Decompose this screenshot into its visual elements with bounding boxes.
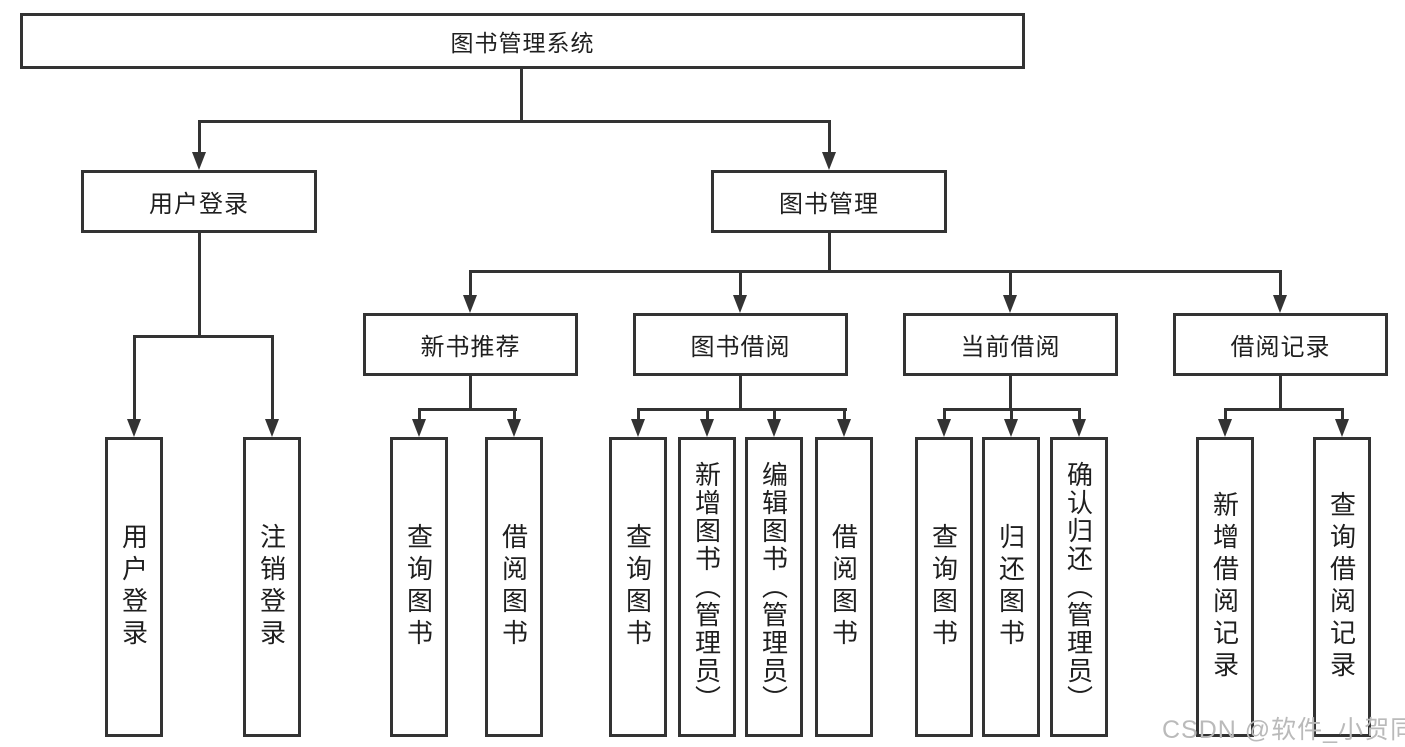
leaf-return-books: 归还图书 (982, 437, 1040, 737)
arrow-down-icon (1335, 419, 1349, 437)
connector-drop (773, 408, 776, 421)
leaf-user-login: 用户登录 (105, 437, 163, 737)
arrow-down-icon (937, 419, 951, 437)
leaf-return-books-label: 归还图书 (995, 523, 1026, 651)
leaf-borrow-books-borrow: 借阅图书 (815, 437, 873, 737)
leaf-borrow-books-recommend-label: 借阅图书 (498, 523, 529, 651)
arrow-down-icon (1003, 295, 1017, 313)
connector-drop (637, 408, 640, 421)
leaf-logout: 注销登录 (243, 437, 301, 737)
arrow-down-icon (1273, 295, 1287, 313)
arrow-down-icon (507, 419, 521, 437)
node-user-login: 用户登录 (81, 170, 317, 233)
arrow-down-icon (700, 419, 714, 437)
node-current-borrow-label: 当前借阅 (960, 334, 1061, 361)
leaf-borrow-books-borrow-label: 借阅图书 (828, 523, 859, 651)
node-book-management-label: 图书管理 (779, 191, 879, 218)
leaf-query-books-current-label: 查询图书 (928, 523, 959, 651)
connector-stem (1279, 376, 1282, 410)
arrow-down-icon (412, 419, 426, 437)
leaf-add-book-admin-label: 新增图书（管理员） (691, 461, 722, 713)
arrow-down-icon (767, 419, 781, 437)
node-new-book-recommend-label: 新书推荐 (420, 334, 521, 361)
leaf-confirm-return-admin-label: 确认归还（管理员） (1063, 461, 1094, 713)
leaf-user-login-label: 用户登录 (118, 523, 149, 651)
arrow-down-icon (837, 419, 851, 437)
leaf-query-books-recommend: 查询图书 (390, 437, 448, 737)
node-new-book-recommend: 新书推荐 (363, 313, 578, 376)
arrow-down-icon (1004, 419, 1018, 437)
watermark: CSDN @软件_小贺同学 (1162, 716, 1405, 744)
connector-drop (133, 335, 136, 421)
arrow-down-icon (127, 419, 141, 437)
connector-bar (133, 335, 274, 338)
connector-bar (418, 408, 517, 411)
connector-drop (1341, 408, 1344, 421)
connector-drop (1010, 408, 1013, 421)
node-book-management: 图书管理 (711, 170, 947, 233)
node-book-borrow: 图书借阅 (633, 313, 848, 376)
connector-bar (637, 408, 847, 411)
leaf-query-borrow-record: 查询借阅记录 (1313, 437, 1371, 737)
arrow-down-icon (1218, 419, 1232, 437)
leaf-query-books-borrow-label: 查询图书 (622, 523, 653, 651)
leaf-query-books-recommend-label: 查询图书 (403, 523, 434, 651)
connector-stem (739, 376, 742, 410)
node-borrow-records: 借阅记录 (1173, 313, 1388, 376)
connector-bar (469, 270, 1282, 273)
connector-drop (1224, 408, 1227, 421)
node-borrow-records-label: 借阅记录 (1230, 334, 1331, 361)
arrow-down-icon (463, 295, 477, 313)
leaf-edit-book-admin: 编辑图书（管理员） (745, 437, 803, 737)
connector-drop (198, 120, 201, 154)
connector-drop (418, 408, 421, 421)
connector-drop (739, 270, 742, 297)
arrow-down-icon (192, 152, 206, 170)
connector-stem (828, 233, 831, 272)
connector-stem (520, 68, 523, 122)
leaf-add-book-admin: 新增图书（管理员） (678, 437, 736, 737)
node-user-login-label: 用户登录 (149, 191, 249, 218)
connector-drop (943, 408, 946, 421)
leaf-add-borrow-record-label: 新增借阅记录 (1209, 491, 1240, 683)
arrow-down-icon (733, 295, 747, 313)
connector-drop (828, 120, 831, 154)
leaf-query-books-borrow: 查询图书 (609, 437, 667, 737)
arrow-down-icon (822, 152, 836, 170)
arrow-down-icon (265, 419, 279, 437)
leaf-borrow-books-recommend: 借阅图书 (485, 437, 543, 737)
connector-drop (706, 408, 709, 421)
leaf-query-books-current: 查询图书 (915, 437, 973, 737)
connector-drop (843, 408, 846, 421)
connector-bar (198, 120, 831, 123)
arrow-down-icon (1072, 419, 1086, 437)
connector-stem (198, 233, 201, 337)
leaf-confirm-return-admin: 确认归还（管理员） (1050, 437, 1108, 737)
node-root-label: 图书管理系统 (450, 30, 595, 56)
connector-drop (469, 270, 472, 297)
connector-stem (469, 376, 472, 410)
connector-drop (1279, 270, 1282, 297)
node-current-borrow: 当前借阅 (903, 313, 1118, 376)
leaf-logout-label: 注销登录 (256, 523, 287, 651)
connector-drop (1078, 408, 1081, 421)
connector-drop (1009, 270, 1012, 297)
arrow-down-icon (631, 419, 645, 437)
node-book-borrow-label: 图书借阅 (690, 334, 791, 361)
connector-bar (1224, 408, 1343, 411)
connector-drop (271, 335, 274, 421)
node-root-system: 图书管理系统 (20, 13, 1025, 69)
leaf-edit-book-admin-label: 编辑图书（管理员） (758, 461, 789, 713)
leaf-query-borrow-record-label: 查询借阅记录 (1326, 491, 1357, 683)
leaf-add-borrow-record: 新增借阅记录 (1196, 437, 1254, 737)
connector-stem (1009, 376, 1012, 410)
connector-drop (513, 408, 516, 421)
